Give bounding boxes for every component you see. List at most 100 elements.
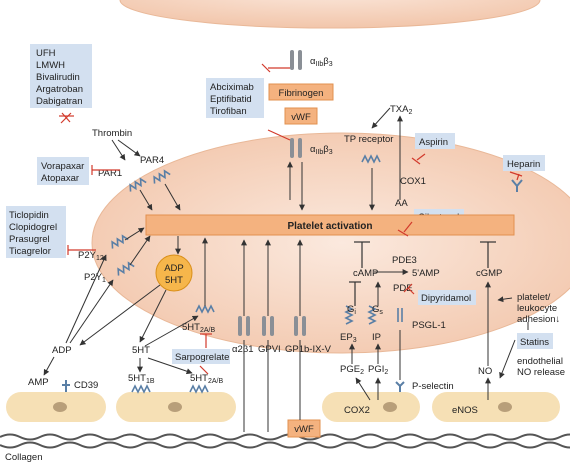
granule-adp-label: ADP [164,263,184,274]
inhibit-gp2b3a-mark [261,63,271,73]
vwf-top-label: vWF [291,112,311,123]
endothelial-cell-4 [432,392,560,422]
5ht2ab-endothelial-receptor [189,384,209,394]
gs-label: Gs [372,304,383,316]
endothelial-cell-3 [322,392,420,422]
inhibit-cox1-bar [411,157,421,165]
camp-label: cAMP [353,268,378,279]
dipyridamol-label: Dipyridamol [421,293,471,304]
arrow-txa2-tp [371,107,391,129]
arrow-par1-activation [139,189,153,211]
arrow-granule-adp [79,284,161,346]
5ht-label: 5HT [132,345,150,356]
arrow-statins-enos [499,339,516,379]
collagen-fiber [0,433,570,441]
statins-label: Statins [520,337,549,348]
cox1-label: COX1 [400,176,426,187]
inhibit-cox1 [416,153,426,161]
aa-label: AA [395,198,408,209]
arrow-cox2-pge2 [355,377,371,401]
statins-box [517,333,553,349]
pge2-label: PGE2 [340,364,364,376]
nucleus [53,402,67,412]
inhibit-gp2b3a-mid [267,129,291,141]
arrow-p2y1-activation [129,235,151,266]
platelet-activation-box [145,214,515,236]
endothelial-no-label: endothelial NO release [517,356,566,378]
a2b1-label: α2β1 [232,344,254,355]
ep3-label: EP3 [340,332,357,344]
par1-label: PAR1 [98,168,122,179]
collagen-fiber [0,441,570,449]
sarpogrelate-box [172,349,230,364]
anticoagulant-inhibition-mark [60,112,72,124]
txa2-label: TXA2 [390,104,412,116]
dense-granule [155,254,193,292]
platelet-activation-label: Platelet activation [287,221,372,232]
adp-label: ADP [52,345,72,356]
nucleus [498,402,512,412]
alpha2b3-top-label: αIIbβ3 [310,56,333,68]
inhibit-5ht2ab-endo [199,365,209,375]
p-selectin-label: P-selectin [412,381,454,392]
five-amp-label: 5'AMP [412,268,440,279]
anticoagulant-list: UFH LMWH Bivalirudin Argatroban Dabigatr… [36,48,86,107]
psgl1-receptor [397,308,403,322]
amp-label: AMP [28,377,49,388]
p2y1-label: P2Y1 [84,272,106,284]
tp-receptor-label: TP receptor [344,134,393,145]
p-selectin-icon [395,381,405,392]
par4-receptor [153,169,171,184]
no-label: NO [478,366,492,377]
enos-label: eNOS [452,405,478,416]
fibrinogen-box [268,83,334,101]
pde3-label: PDE3 [392,255,417,266]
gi-label: Gi [347,304,356,316]
arrow-adhesion [497,296,513,303]
p2y12-inhibitor-box [6,206,66,258]
ep3-receptor [344,305,354,325]
arrow-adp-p2y12 [65,254,107,344]
ip-receptor [367,305,377,325]
alpha2b3-mid-label: αIIbβ3 [310,144,333,156]
nucleus [168,402,182,412]
vwf-bottom-box [287,419,321,438]
ip-label: IP [372,332,381,343]
aspirin-label: Aspirin [419,137,448,148]
arrow-p2y12-activation [124,227,145,241]
arrow-adp-amp [43,356,55,376]
inhibit-pde3 [403,221,413,233]
granule-5ht-label: 5HT [165,275,183,286]
arrow-5ht-5ht2ab [144,315,199,347]
thrombin-label: Thrombin [92,128,132,139]
5ht2ab-platelet-label: 5HT2A/B [182,322,215,334]
top-platelet [119,0,541,29]
inhibit-pde3-bar [397,229,409,237]
pgi2-label: PGI2 [368,364,388,376]
nucleus [383,402,397,412]
dipyridamol-box [418,290,476,305]
anticoagulant-box [30,44,92,108]
p2y12-inhibitor-list: Ticlopidin Clopidogrel Prasugrel Ticagre… [9,210,60,257]
par4-label: PAR4 [140,155,164,166]
inhibit-heparin-bar [509,171,523,177]
p2y12-label: P2Y12 [78,250,104,262]
vwf-top-box [284,107,318,125]
main-platelet [91,132,570,354]
cd39-icon [62,380,70,392]
tp-receptor-shape [361,154,381,164]
gpvi-label: GPVI [258,344,281,355]
arrow-thrombin-par1 [111,139,126,161]
heparin-label: Heparin [507,159,540,170]
gp2b3a-inhibitor-list: Abciximab Eptifibatid Tirofiban [210,82,256,117]
pde-label: PDE [393,283,413,294]
platelet-leukocyte-label: platelet/ leukocyte adhesion↓ [517,292,560,325]
inhibit-pde-bar [403,283,413,293]
arrow-par4-activation [164,183,181,211]
p2y1-receptor [117,261,135,276]
par1-antagonist-list: Vorapaxar Atopaxar [41,161,87,184]
5ht1b-label: 5HT1B [128,373,155,385]
cox2-label: COX2 [344,405,370,416]
par1-antagonist-box [37,157,89,185]
